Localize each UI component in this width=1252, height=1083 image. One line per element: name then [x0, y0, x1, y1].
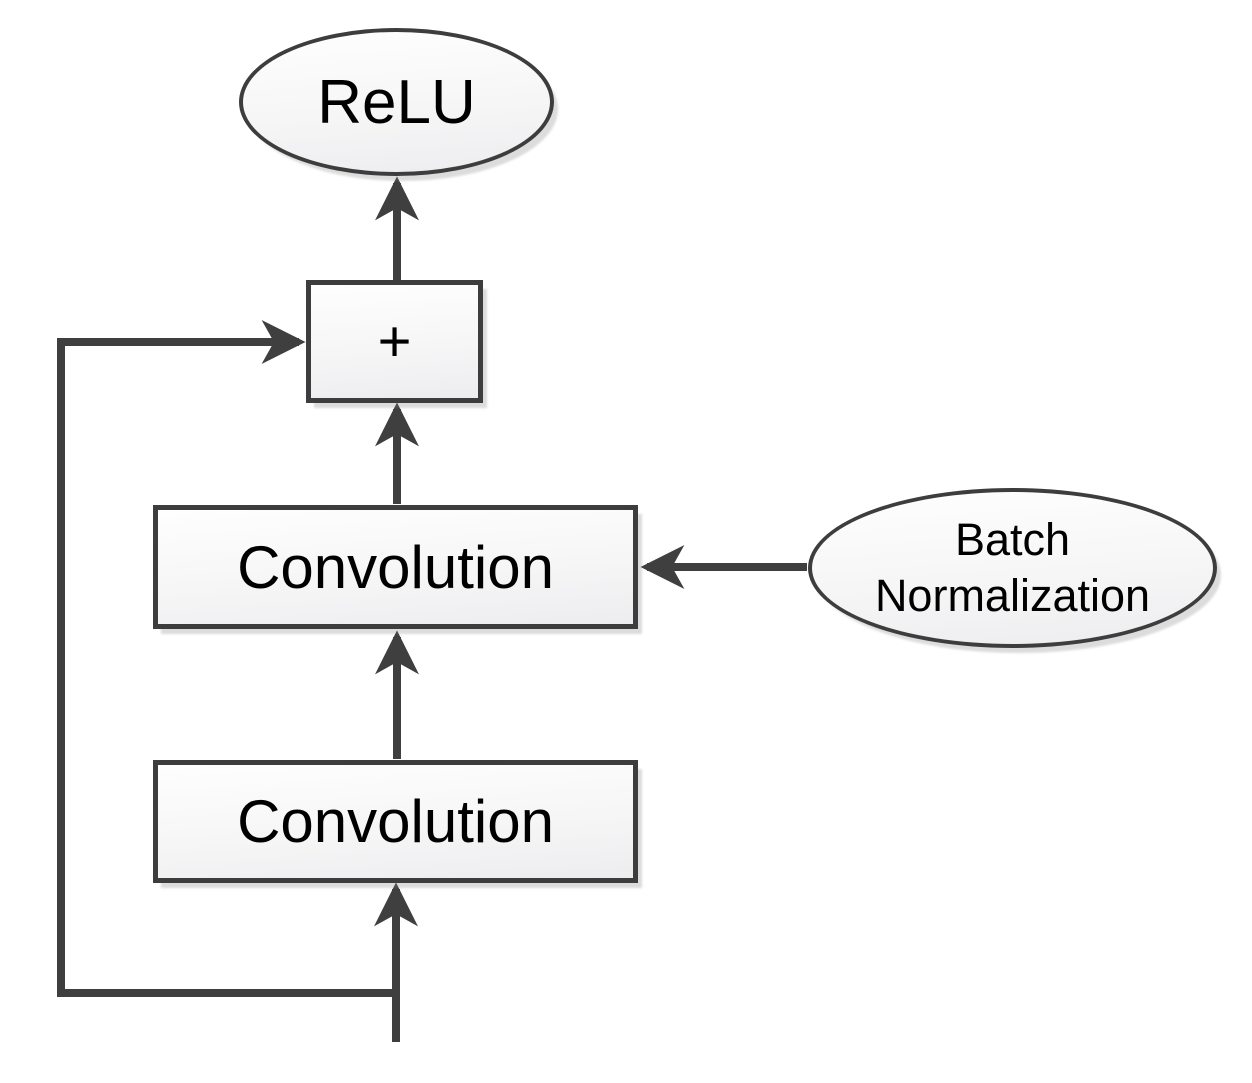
node-plus-label: + [377, 309, 412, 374]
node-batch-normalization-label: Batch Normalization [874, 513, 1151, 621]
node-batch-normalization: Batch Normalization [808, 488, 1217, 648]
node-convolution-bottom: Convolution [153, 760, 638, 883]
node-convolution-bottom-label: Convolution [237, 788, 554, 855]
node-plus-adder: + [306, 280, 483, 403]
node-relu: ReLU [239, 28, 554, 176]
node-convolution-top: Convolution [153, 505, 638, 629]
node-convolution-top-label: Convolution [237, 533, 554, 601]
edge-skip-connection [57, 320, 396, 997]
node-relu-label: ReLU [317, 67, 476, 137]
